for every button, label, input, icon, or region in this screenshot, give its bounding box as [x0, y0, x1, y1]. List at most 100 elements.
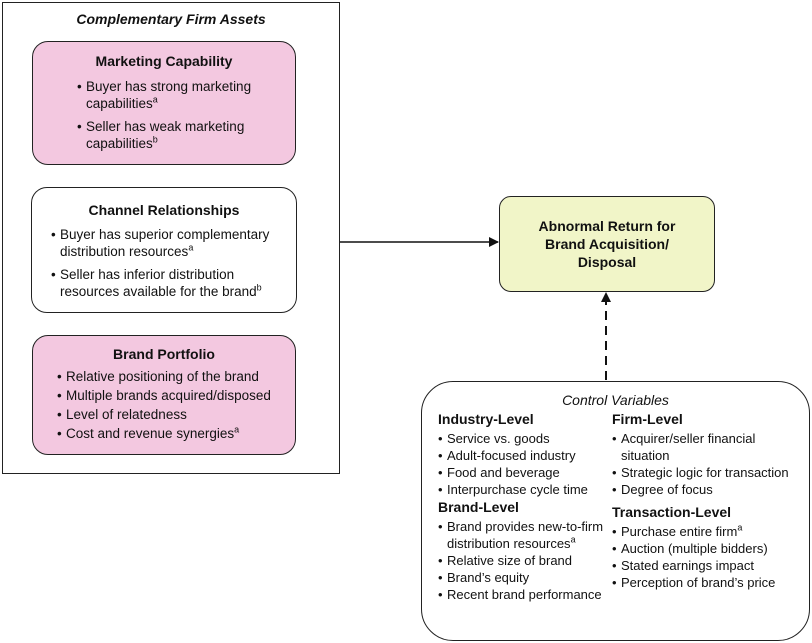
list-item: • Strategic logic for transaction: [612, 464, 807, 481]
control-variables-right-column: Firm-Level •Acquirer/seller financial si…: [612, 411, 807, 591]
list-item-text: Recent brand performance: [447, 587, 602, 602]
complementary-assets-title: Complementary Firm Assets: [76, 11, 266, 27]
bullet-icon: •: [612, 558, 617, 573]
marketing-capability-list: • Buyer has strong marketing capabilities…: [77, 78, 287, 158]
list-item: • Perception of brand’s price: [612, 574, 807, 591]
list-item-text: Service vs. goods: [447, 431, 550, 446]
industry-level-heading: Industry-Level: [438, 411, 534, 427]
control-variables-box: Control Variables Industry-Level • Servic…: [421, 381, 810, 641]
brand-level-heading: Brand-Level: [438, 499, 519, 515]
list-item: • Level of relatedness: [57, 406, 293, 423]
firm-level-heading: Firm-Level: [612, 411, 683, 427]
list-item: • Stated earnings impact: [612, 557, 807, 574]
channel-relationships-box: Channel Relationships • Buyer has superio…: [31, 187, 297, 313]
brand-portfolio-list: •Relative positioning of the brand•Multi…: [57, 368, 293, 444]
list-item: •Multiple brands acquired/disposed: [57, 387, 293, 404]
list-item: • Buyer has strong marketing capabilities…: [77, 78, 287, 112]
bullet-icon: •: [438, 448, 443, 463]
marketing-capability-box: Marketing Capability • Buyer has strong m…: [32, 41, 296, 165]
list-item: • Brand provides new-to-firm distribution…: [438, 518, 613, 552]
list-item: • Seller has weak marketing capabilitiesb: [77, 118, 287, 152]
abnormal-return-line-3: Disposal: [577, 254, 637, 270]
bullet-icon: •: [57, 369, 62, 384]
list-item: • Brand’s equity: [438, 569, 613, 586]
control-variables-title: Control Variables: [562, 392, 669, 408]
list-item: • Buyer has superior complementary distri…: [51, 226, 291, 260]
list-item-text: Food and beverage: [447, 465, 560, 480]
footnote-marker: a: [234, 424, 240, 435]
list-item-text: Strategic logic for transaction: [621, 465, 789, 480]
bullet-icon: •: [612, 575, 617, 590]
bullet-icon: •: [438, 570, 443, 585]
bullet-icon: •: [51, 227, 56, 242]
list-item: • Recent brand performance: [438, 586, 613, 603]
bullet-icon: •: [57, 407, 62, 422]
list-item-text: Acquirer/seller financial situation: [621, 431, 756, 463]
list-item: • Purchase entire firma: [612, 523, 807, 540]
bullet-icon: •: [438, 519, 443, 534]
bullet-icon: •: [438, 465, 443, 480]
list-item-text: Multiple brands acquired/disposed: [66, 388, 271, 403]
list-item-text: Cost and revenue synergies: [66, 426, 235, 441]
list-item-text: Purchase entire firm: [621, 524, 738, 539]
list-item: • Relative positioning of the brand: [57, 368, 293, 385]
list-item: • Service vs. goods: [438, 430, 613, 447]
brand-portfolio-box: Brand Portfolio • Relative positioning of…: [32, 335, 296, 455]
list-item: • Adult-focused industry: [438, 447, 613, 464]
bullet-icon: •: [438, 587, 443, 602]
bullet-icon: •: [77, 79, 82, 94]
list-item-text: Buyer has superior complementary distrib…: [60, 227, 270, 259]
bullet-icon: •: [438, 431, 443, 446]
firm-level-list: •Acquirer/seller financial situation•Str…: [612, 430, 807, 498]
list-item: •Degree of focus: [612, 481, 807, 498]
abnormal-return-box: Abnormal Return for Brand Acquisition/ D…: [499, 196, 715, 292]
transaction-level-list: • Purchase entire firma • Auction (multiple…: [612, 523, 807, 591]
bullet-icon: •: [57, 426, 62, 441]
list-item-text: Stated earnings impact: [621, 558, 754, 573]
footnote-marker: a: [570, 534, 576, 545]
marketing-capability-title: Marketing Capability: [95, 53, 233, 69]
list-item-text: Seller has inferior distribution resourc…: [60, 267, 257, 299]
brand-level-list: • Brand provides new-to-firm distribution…: [438, 518, 613, 603]
list-item-text: Auction (multiple bidders): [621, 541, 768, 556]
list-item: • Relative size of brand: [438, 552, 613, 569]
footnote-marker: b: [152, 134, 158, 145]
bullet-icon: •: [438, 482, 443, 497]
list-item-text: Relative positioning of the brand: [66, 369, 259, 384]
footnote-marker: a: [737, 522, 743, 533]
footnote-marker: b: [256, 282, 262, 293]
list-item: • Seller has inferior distribution resour…: [51, 266, 291, 300]
list-item-text: Level of relatedness: [66, 407, 187, 422]
list-item-text: Interpurchase cycle time: [447, 482, 588, 497]
bullet-icon: •: [612, 465, 617, 480]
abnormal-return-line-2: Brand Acquisition/: [545, 236, 669, 252]
transaction-level-heading: Transaction-Level: [612, 504, 732, 520]
list-item: •Acquirer/seller financial situation: [612, 430, 807, 464]
list-item-text: Brand provides new-to-firm distribution …: [447, 519, 604, 551]
bullet-icon: •: [77, 119, 82, 134]
list-item: • Auction (multiple bidders): [612, 540, 807, 557]
list-item-text: Buyer has strong marketing capabilities: [86, 79, 252, 111]
abnormal-return-line-1: Abnormal Return for: [538, 218, 676, 234]
bullet-icon: •: [612, 524, 617, 539]
bullet-icon: •: [438, 553, 443, 568]
control-variables-left-column: Industry-Level • Service vs. goods • Adult-…: [438, 411, 613, 603]
brand-portfolio-title: Brand Portfolio: [113, 346, 215, 362]
bullet-icon: •: [612, 482, 617, 497]
list-item-text: Brand’s equity: [447, 570, 530, 585]
channel-relationships-title: Channel Relationships: [88, 202, 240, 218]
abnormal-return-label: Abnormal Return for Brand Acquisition/ D…: [500, 217, 714, 271]
list-item-text: Adult-focused industry: [447, 448, 576, 463]
bullet-icon: •: [51, 267, 56, 282]
list-item-text: Relative size of brand: [447, 553, 573, 568]
list-item-text: Seller has weak marketing capabilities: [86, 119, 245, 151]
footnote-marker: a: [188, 242, 194, 253]
channel-relationships-list: • Buyer has superior complementary distri…: [51, 226, 291, 306]
list-item-text: Perception of brand’s price: [621, 575, 776, 590]
footnote-marker: a: [152, 94, 158, 105]
list-item: • Food and beverage: [438, 464, 613, 481]
bullet-icon: •: [612, 541, 617, 556]
list-item: • Cost and revenue synergiesa: [57, 425, 293, 442]
list-item: • Interpurchase cycle time: [438, 481, 613, 498]
